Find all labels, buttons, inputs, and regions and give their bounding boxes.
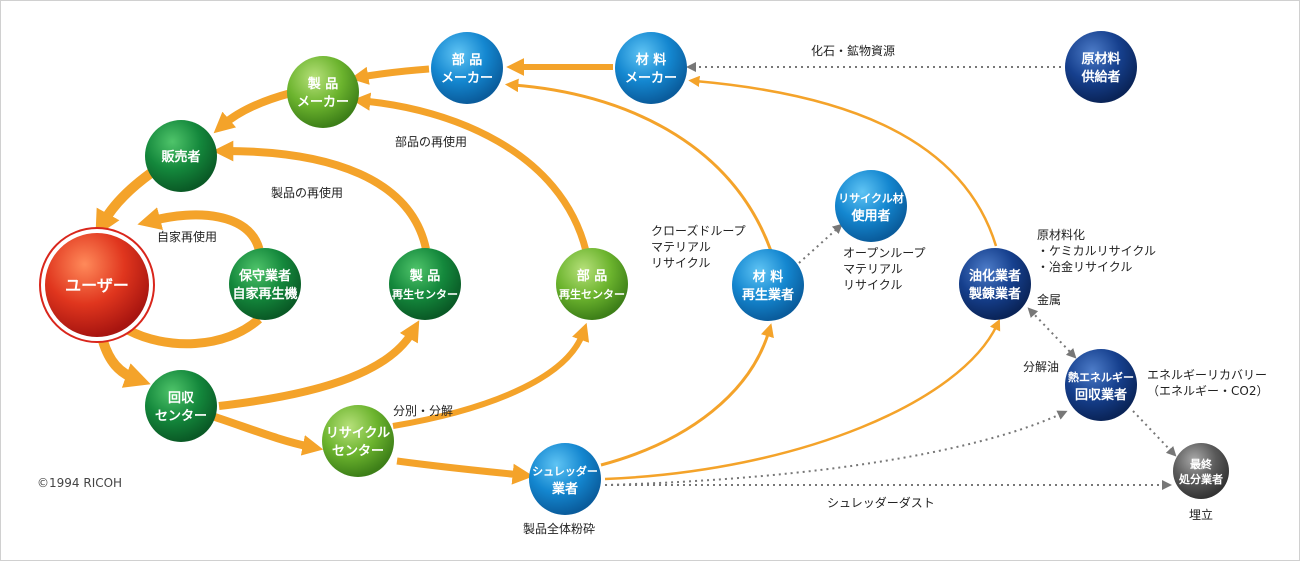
material-regen-line2: 再生業者: [742, 287, 794, 303]
material-regen-line1: 材 料: [753, 269, 784, 285]
arrow-refinery-to-materialmaker: [688, 75, 998, 247]
dotted-refinery-thermal: [1027, 307, 1077, 359]
open-loop-line1: オープンループ: [843, 246, 926, 260]
node-seller: 販売者: [145, 120, 217, 192]
product-maker-line2: メーカー: [297, 95, 349, 110]
arrow-seller-to-user: [95, 168, 154, 237]
energy-line2: （エネルギー・CO2）: [1147, 384, 1268, 398]
node-user: ユーザー: [39, 227, 155, 343]
final-disposal-line1: 最終: [1190, 457, 1213, 471]
final-disposal-line2: 処分業者: [1178, 472, 1223, 486]
energy-line1: エネルギーリカバリー: [1147, 368, 1267, 382]
node-parts-maker: 部 品 メーカー: [431, 32, 503, 104]
node-recycle-center: リサイクル センター: [322, 405, 394, 477]
arrow-materialregen-to-partsmaker: [504, 78, 773, 252]
parts-maker-line2: メーカー: [441, 71, 493, 86]
closed-loop-line1: クローズドループ: [651, 223, 746, 238]
decomp-oil-label: 分解油: [1023, 360, 1059, 374]
sorting-label: 分別・分解: [393, 404, 453, 418]
shredder-line1: シュレッダー: [532, 464, 598, 478]
closed-loop-line3: リサイクル: [651, 256, 710, 270]
node-thermal: 熱エネルギー 回収業者: [1065, 349, 1137, 421]
copyright: ©1994 RICOH: [37, 476, 122, 490]
shredder-dust-label: シュレッダーダスト: [827, 495, 935, 510]
refinery-line2: 製錬業者: [968, 286, 1021, 302]
dotted-arrows: [604, 62, 1177, 490]
annotations: 化石・鉱物資源 部品の再使用 製品の再使用 自家再使用 クローズドループ マテリ…: [37, 43, 1268, 536]
fossil-label: 化石・鉱物資源: [811, 43, 895, 58]
node-product-regen: 製 品 再生センター: [389, 248, 461, 320]
product-regen-line1: 製 品: [409, 268, 441, 284]
metal-label: 金属: [1037, 292, 1061, 307]
arrow-recycle-to-shredder: [396, 457, 534, 485]
maintenance-line2: 自家再生機: [232, 286, 297, 302]
node-product-maker: 製 品 メーカー: [287, 56, 359, 128]
user-label: ユーザー: [65, 276, 129, 295]
parts-regen-line1: 部 品: [577, 268, 608, 284]
node-recycled-user: リサイクル材 使用者: [835, 170, 907, 242]
arrow-shredder-to-refinery: [604, 318, 1001, 481]
raw-supplier-line2: 供給者: [1080, 69, 1120, 85]
thermal-line2: 回収業者: [1075, 387, 1127, 403]
arrow-productregen-to-seller: [212, 140, 430, 250]
dotted-thermal-to-final: [1132, 410, 1177, 457]
collection-line1: 回収: [168, 391, 195, 406]
maintenance-line1: 保守業者: [238, 268, 291, 284]
flow-arrows: [95, 58, 1001, 485]
collection-line2: センター: [155, 409, 207, 424]
arrow-productmaker-to-seller: [213, 89, 293, 134]
arrow-user-to-collection: [98, 339, 151, 388]
material-maker-line2: メーカー: [625, 71, 677, 86]
open-loop-line3: リサイクル: [843, 278, 902, 292]
raw-material-line3: ・冶金リサイクル: [1037, 259, 1132, 274]
thermal-line1: 熱エネルギー: [1068, 370, 1134, 384]
shredder-line2: 業者: [551, 481, 578, 497]
arrow-user-to-maintenance: [123, 315, 263, 349]
arrow-shredder-to-materialregen: [600, 323, 774, 467]
raw-material-line1: 原材料化: [1037, 228, 1085, 242]
node-raw-supplier: 原材料 供給者: [1065, 31, 1137, 103]
material-maker-line1: 材 料: [636, 52, 667, 68]
arrow-partsregen-to-productmaker: [352, 92, 590, 252]
recycled-user-line1: リサイクル材: [838, 191, 903, 205]
arrow-maintenance-self-reuse: [137, 207, 264, 251]
product-regen-line2: 再生センター: [392, 287, 458, 301]
landfill-label: 埋立: [1189, 507, 1213, 522]
recycled-user-line2: 使用者: [850, 208, 890, 224]
node-material-maker: 材 料 メーカー: [615, 32, 687, 104]
product-maker-line1: 製 品: [307, 76, 339, 92]
node-refinery: 油化業者 製錬業者: [959, 248, 1031, 320]
parts-maker-line1: 部 品: [452, 52, 483, 68]
parts-reuse-label: 部品の再使用: [395, 134, 467, 149]
arrow-collection-to-recycle: [213, 413, 324, 456]
refinery-line1: 油化業者: [969, 268, 1021, 284]
self-reuse-label: 自家再使用: [157, 229, 217, 244]
node-parts-regen: 部 品 再生センター: [556, 248, 628, 320]
product-reuse-label: 製品の再使用: [271, 185, 343, 200]
arrow-collection-to-productregen: [218, 320, 420, 410]
parts-regen-line2: 再生センター: [559, 287, 625, 301]
raw-supplier-line1: 原材料: [1081, 51, 1120, 67]
recycle-center-line1: リサイクル: [326, 426, 390, 441]
dotted-materialregen-to-recycleduser: [798, 223, 843, 264]
crushing-label: 製品全体粉砕: [523, 521, 595, 536]
node-maintenance: 保守業者 自家再生機: [229, 248, 301, 320]
node-final-disposal: 最終 処分業者: [1173, 443, 1229, 499]
node-material-regen: 材 料 再生業者: [732, 249, 804, 321]
recycle-center-line2: センター: [332, 444, 384, 459]
arrow-recycle-to-partsregen: [392, 322, 590, 429]
node-collection: 回収 センター: [145, 370, 217, 442]
node-shredder: シュレッダー 業者: [529, 443, 601, 515]
open-loop-line2: マテリアル: [843, 262, 903, 276]
dotted-shredder-to-thermal: [604, 410, 1068, 486]
closed-loop-line2: マテリアル: [651, 240, 711, 254]
raw-material-line2: ・ケミカルリサイクル: [1037, 244, 1156, 258]
seller-label: 販売者: [161, 149, 200, 165]
arrow-partsmaker-to-productmaker: [350, 65, 430, 85]
nodes: ユーザー 販売者 製 品 メーカー 部 品 メーカー 材 料 メーカー 原材料: [39, 31, 1229, 515]
